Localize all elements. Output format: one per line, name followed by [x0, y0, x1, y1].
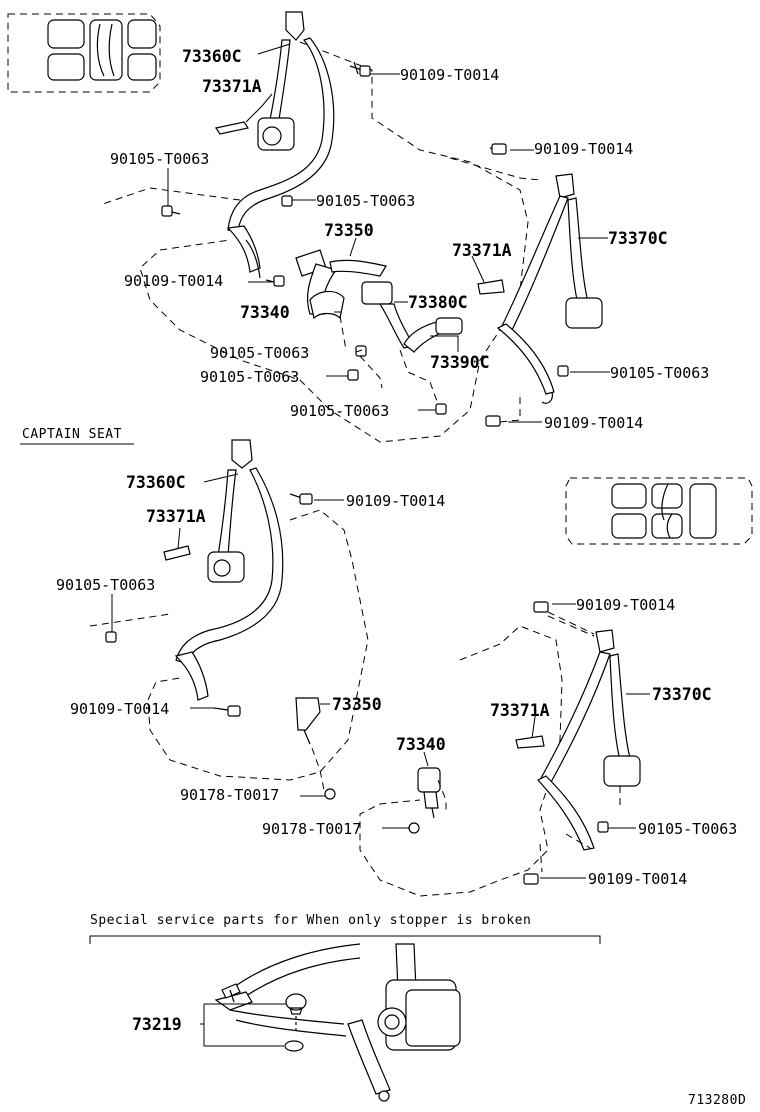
captain-dash-left: [89, 613, 171, 627]
bolt-90109-top-anchor: [265, 275, 285, 287]
label-90178-T0017-captain-1: 90178-T0017: [180, 786, 279, 804]
label-90109-T0014-captain-right-1: 90109-T0014: [576, 596, 675, 614]
seat-locator-bottom: [565, 477, 753, 545]
label-73219: 73219: [132, 1015, 182, 1034]
figure-code: 713280D: [688, 1093, 746, 1108]
label-73371A-top: 73371A: [202, 77, 262, 96]
label-90109-T0014-top-1: 90109-T0014: [400, 66, 499, 84]
label-73371A-captain: 73371A: [146, 507, 206, 526]
label-73380C-top: 73380C: [408, 293, 468, 312]
label-73360C-captain: 73360C: [126, 473, 186, 492]
bolt-90105-top-c2: [347, 369, 359, 381]
label-73350-captain: 73350: [332, 695, 382, 714]
label-90105-T0063-captain-right: 90105-T0063: [638, 820, 737, 838]
label-90178-T0017-captain-2: 90178-T0017: [262, 820, 361, 838]
bolt-90109-captain-right-2: [523, 873, 539, 885]
bolt-90109-captain-anchor: [213, 705, 241, 717]
bolt-90109-top-right-1: [489, 143, 507, 155]
label-73390C-top: 73390C: [430, 353, 490, 372]
buckle-73380C-73390C-top: [361, 281, 463, 353]
label-73340-top: 73340: [240, 303, 290, 322]
bolt-90105-top-right: [557, 365, 569, 377]
belt-73370C-top: [449, 157, 603, 404]
label-73350-top: 73350: [324, 221, 374, 240]
stopper-73371A-top-right: [477, 279, 505, 295]
bolt-90105-top-left: [161, 205, 181, 217]
belt-73360C-top: [226, 11, 335, 279]
label-90105-T0063-top-mid: 90105-T0063: [316, 192, 415, 210]
label-73371A-top-right: 73371A: [452, 241, 512, 260]
captain-dash-mid2: [437, 779, 447, 812]
buckle-73340-top: [309, 290, 345, 320]
bolt-90109-captain-right-1: [533, 601, 595, 635]
belt-73360C-captain: [174, 439, 284, 701]
label-90105-T0063-top-c3: 90105-T0063: [290, 402, 389, 420]
label-90109-T0014-top-right-2: 90109-T0014: [544, 414, 643, 432]
label-90105-T0063-top-c2: 90105-T0063: [200, 368, 299, 386]
special-service-bracket: [89, 935, 601, 944]
label-90109-T0014-captain-anchor: 90109-T0014: [70, 700, 169, 718]
captain-part-labels: 73360C 90109-T0014 73371A 90105-T0063 90…: [56, 473, 737, 888]
bolt-90105-captain: [105, 631, 117, 643]
special-service-note: Special service parts for When only stop…: [90, 913, 531, 928]
label-73340-captain: 73340: [396, 735, 446, 754]
top-part-labels: 73360C 90109-T0014 73371A 90105-T0063 90…: [110, 47, 709, 432]
bolt-90105-top-c3: [435, 403, 447, 415]
label-90109-T0014-top-anchor: 90109-T0014: [124, 272, 223, 290]
captain-seat-outline-left: [147, 509, 369, 781]
buckle-73340-captain: [417, 767, 441, 819]
captain-leader-lines: [111, 473, 650, 879]
label-73371A-captain-right: 73371A: [490, 701, 550, 720]
captain-dash-mid: [311, 747, 325, 791]
belt-73370C-captain: [537, 615, 641, 873]
label-90105-T0063-top-right: 90105-T0063: [610, 364, 709, 382]
bolt-90109-captain-1: [289, 493, 313, 505]
stopper-73371A-captain: [163, 545, 191, 561]
label-73370C-top: 73370C: [608, 229, 668, 248]
buckle-73350-captain: [295, 697, 321, 745]
stopper-73219: [284, 993, 307, 1052]
retractor-detail: [214, 943, 461, 1102]
label-73370C-captain: 73370C: [652, 685, 712, 704]
label-90109-T0014-captain-1: 90109-T0014: [346, 492, 445, 510]
label-90105-T0063-top-left: 90105-T0063: [110, 150, 209, 168]
label-90109-T0014-top-right-1: 90109-T0014: [534, 140, 633, 158]
bolt-90105-captain-right: [597, 821, 609, 833]
stopper-73371A-top: [215, 121, 249, 135]
bolt-90109-top-1: [349, 61, 371, 77]
top-center-dash: [339, 315, 439, 405]
leader-73219: [200, 1003, 286, 1047]
label-90105-T0063-captain: 90105-T0063: [56, 576, 155, 594]
nut-90178-captain-1: [324, 788, 336, 800]
nut-90178-captain-2: [408, 822, 420, 834]
top-leader-lines: [167, 43, 610, 423]
bolt-90109-top-right-2: [485, 392, 521, 427]
label-90105-T0063-top-c1: 90105-T0063: [210, 344, 309, 362]
label-73360C-top: 73360C: [182, 47, 242, 66]
captain-seat-outline-right: [359, 625, 563, 897]
label-90109-T0014-captain-right-2: 90109-T0014: [588, 870, 687, 888]
top-seat-outline: [99, 41, 529, 443]
stopper-73371A-captain-right: [515, 735, 545, 749]
captain-seat-heading: CAPTAIN SEAT: [22, 427, 122, 442]
seat-locator-top: [7, 13, 161, 93]
bolt-90105-top-c1: [355, 345, 367, 357]
bolt-90105-top-mid: [281, 195, 293, 207]
